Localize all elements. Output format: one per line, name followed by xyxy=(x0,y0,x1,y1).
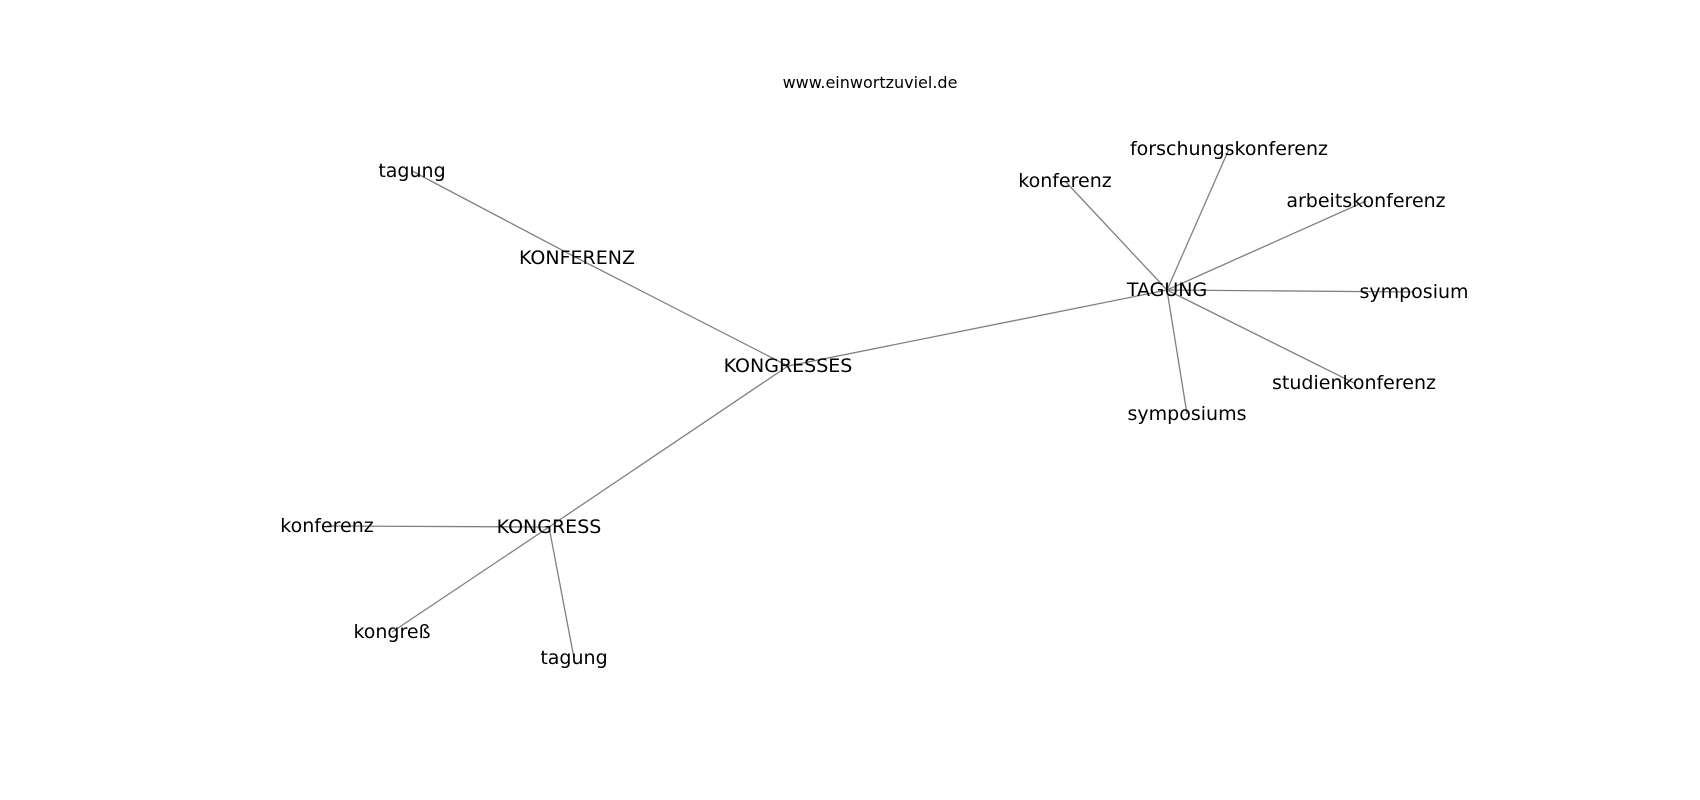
node-label-kongresses: KONGRESSES xyxy=(724,355,853,377)
source-label: www.einwortzuviel.de xyxy=(783,73,958,92)
node-label-konferenz-hub: KONFERENZ xyxy=(519,247,635,269)
edge-kongress-hub-kongress-tagung-leaf xyxy=(548,526,575,659)
edges-layer xyxy=(326,148,1415,659)
node-label-kongress-hub: KONGRESS xyxy=(497,516,602,538)
edge-tagung-hub-tagung-symposium-leaf xyxy=(1166,289,1415,293)
edge-tagung-hub-tagung-forschungskonferenz-leaf xyxy=(1166,148,1230,291)
node-label-tagung-symposium-leaf: symposium xyxy=(1359,281,1468,303)
node-label-kongress-kongress-leaf: kongreß xyxy=(353,621,430,643)
edge-tagung-hub-tagung-symposiums-leaf xyxy=(1166,289,1188,415)
edge-kongresses-kongress-hub xyxy=(548,365,789,528)
node-label-kongress-konferenz-leaf: konferenz xyxy=(280,515,373,537)
edge-konferenz-hub-konferenz-tagung-leaf xyxy=(411,170,578,259)
node-label-tagung-arbeitskonferenz-leaf: arbeitskonferenz xyxy=(1286,190,1445,212)
node-label-tagung-konferenz-leaf: konferenz xyxy=(1018,170,1111,192)
edge-kongress-hub-kongress-kongress-leaf xyxy=(391,526,550,633)
edge-kongresses-tagung-hub xyxy=(787,289,1168,367)
edge-tagung-hub-tagung-arbeitskonferenz-leaf xyxy=(1166,200,1367,291)
node-label-tagung-studienkonferenz-leaf: studienkonferenz xyxy=(1272,372,1436,394)
edge-tagung-hub-tagung-konferenz-leaf xyxy=(1064,180,1168,291)
edge-kongress-hub-kongress-konferenz-leaf xyxy=(326,525,550,528)
node-label-tagung-symposiums-leaf: symposiums xyxy=(1128,403,1247,425)
edge-tagung-hub-tagung-studienkonferenz-leaf xyxy=(1166,289,1355,384)
node-label-kongress-tagung-leaf: tagung xyxy=(540,647,607,669)
labels-layer: KONGRESSES KONFERENZ TAGUNG KONGRESS tagung k… xyxy=(280,138,1468,669)
node-label-tagung-forschungskonferenz-leaf: forschungskonferenz xyxy=(1130,138,1328,160)
edge-kongresses-konferenz-hub xyxy=(576,257,789,367)
node-label-konferenz-tagung-leaf: tagung xyxy=(378,160,445,182)
node-label-tagung-hub: TAGUNG xyxy=(1126,279,1207,301)
